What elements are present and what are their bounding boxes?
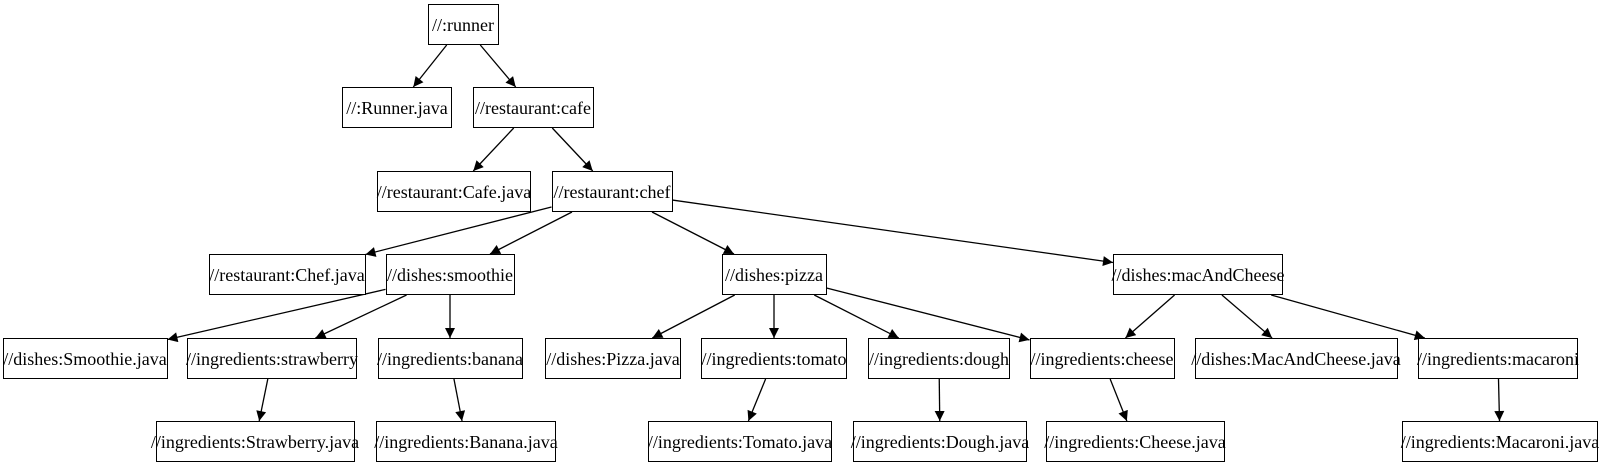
graph-edge-cheese-to-cheese-java	[1109, 378, 1128, 422]
graph-node-label-banana-java: //ingredients:Banana.java	[374, 431, 558, 452]
graph-node-label-mac-and-cheese: //dishes:macAndCheese	[1111, 264, 1285, 285]
graph-edge-smoothie-to-strawberry	[315, 294, 407, 339]
graph-node-label-macaroni-java: //ingredients:Macaroni.java	[1400, 431, 1600, 452]
graph-node-label-dough: //ingredients:dough	[869, 348, 1009, 369]
graph-node-label-cafe: //restaurant:cafe	[475, 97, 591, 118]
graph-node-label-tomato-java: //ingredients:Tomato.java	[647, 431, 833, 452]
graph-node-macaroni: //ingredients:macaroni	[1417, 338, 1579, 379]
graph-node-banana: //ingredients:banana	[377, 338, 523, 379]
graph-node-dough: //ingredients:dough	[868, 338, 1010, 379]
graph-node-label-strawberry: //ingredients:strawberry	[186, 348, 358, 369]
graph-node-pizza: //dishes:pizza	[721, 254, 827, 295]
graph-node-label-cafe-java: //restaurant:Cafe.java	[376, 181, 532, 202]
graph-edge-cafe-to-cafe-java	[472, 127, 515, 172]
graph-edge-chef-to-smoothie	[489, 211, 573, 255]
graph-edge-runner-to-runner-java	[412, 44, 448, 88]
graph-edge-mac-and-cheese-to-cheese	[1125, 294, 1175, 339]
graph-node-label-cheese-java: //ingredients:Cheese.java	[1044, 431, 1226, 452]
graph-edge-smoothie-to-smoothie-java	[167, 288, 386, 343]
graph-node-label-mac-and-cheese-java: //dishes:MacAndCheese.java	[1191, 348, 1401, 369]
graph-node-runner-java: //:Runner.java	[342, 87, 452, 128]
graph-node-strawberry-java: //ingredients:Strawberry.java	[151, 421, 359, 462]
graph-node-label-runner-java: //:Runner.java	[346, 97, 448, 118]
graph-node-label-pizza-java: //dishes:Pizza.java	[546, 348, 680, 369]
graph-node-label-banana: //ingredients:banana	[377, 348, 523, 369]
graph-node-mac-and-cheese-java: //dishes:MacAndCheese.java	[1191, 338, 1401, 379]
graph-edge-pizza-to-pizza-java	[651, 294, 736, 339]
graph-node-label-smoothie-java: //dishes:Smoothie.java	[3, 348, 167, 369]
graph-edge-chef-to-mac-and-cheese	[672, 199, 1114, 267]
graph-edge-mac-and-cheese-to-mac-and-cheese-java	[1221, 294, 1273, 339]
graph-node-cheese-java: //ingredients:Cheese.java	[1044, 421, 1226, 462]
graph-edge-cafe-to-chef	[551, 127, 594, 172]
graph-node-banana-java: //ingredients:Banana.java	[374, 421, 558, 462]
graph-edge-strawberry-to-strawberry-java	[256, 378, 269, 422]
graph-node-label-runner: //:runner	[432, 14, 494, 35]
graph-edge-macaroni-to-macaroni-java	[1494, 378, 1505, 422]
graph-node-chef-java: //restaurant:Chef.java	[208, 254, 366, 295]
graph-edge-pizza-to-cheese	[826, 287, 1030, 343]
graph-edge-pizza-to-dough	[813, 294, 900, 339]
graph-node-strawberry: //ingredients:strawberry	[186, 338, 358, 379]
graph-node-label-smoothie: //dishes:smoothie	[387, 264, 513, 285]
graph-edge-mac-and-cheese-to-macaroni	[1271, 294, 1425, 341]
graph-node-cheese: //ingredients:cheese	[1029, 338, 1175, 379]
graph-node-cafe: //restaurant:cafe	[472, 87, 594, 128]
graph-edge-banana-to-banana-java	[453, 378, 466, 422]
graph-node-label-dough-java: //ingredients:Dough.java	[850, 431, 1030, 452]
graph-node-smoothie-java: //dishes:Smoothie.java	[2, 338, 168, 379]
graph-node-label-macaroni: //ingredients:macaroni	[1417, 348, 1579, 369]
graph-node-label-strawberry-java: //ingredients:Strawberry.java	[150, 431, 360, 452]
graph-node-mac-and-cheese: //dishes:macAndCheese	[1111, 254, 1285, 295]
graph-node-label-chef-java: //restaurant:Chef.java	[209, 264, 365, 285]
graph-node-label-cheese: //ingredients:cheese	[1030, 348, 1174, 369]
graph-node-cafe-java: //restaurant:Cafe.java	[377, 171, 531, 212]
graph-node-chef: //restaurant:chef	[551, 171, 673, 212]
graph-node-macaroni-java: //ingredients:Macaroni.java	[1400, 421, 1600, 462]
graph-node-tomato-java: //ingredients:Tomato.java	[648, 421, 832, 462]
graph-node-runner: //:runner	[427, 4, 499, 45]
graph-node-label-tomato: //ingredients:tomato	[701, 348, 847, 369]
graph-edge-tomato-to-tomato-java	[747, 378, 767, 422]
graph-edge-chef-to-chef-java	[365, 206, 552, 257]
graph-edge-runner-to-cafe	[479, 44, 517, 88]
graph-edge-dough-to-dough-java	[934, 378, 945, 422]
graph-node-smoothie: //dishes:smoothie	[385, 254, 515, 295]
graph-node-tomato: //ingredients:tomato	[701, 338, 847, 379]
graph-node-pizza-java: //dishes:Pizza.java	[545, 338, 681, 379]
graph-node-label-chef: //restaurant:chef	[553, 181, 671, 202]
graph-node-label-pizza: //dishes:pizza	[725, 264, 823, 285]
graph-node-dough-java: //ingredients:Dough.java	[850, 421, 1030, 462]
graph-edge-chef-to-pizza	[651, 211, 735, 255]
